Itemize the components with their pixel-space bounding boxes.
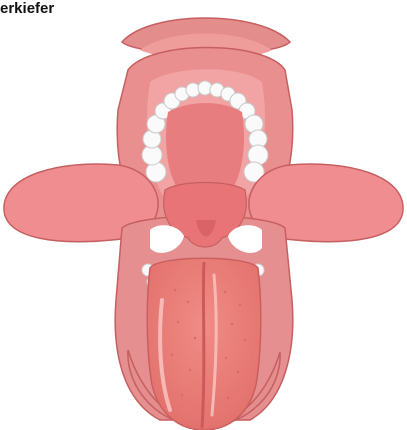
tongue-midline: [202, 262, 204, 428]
